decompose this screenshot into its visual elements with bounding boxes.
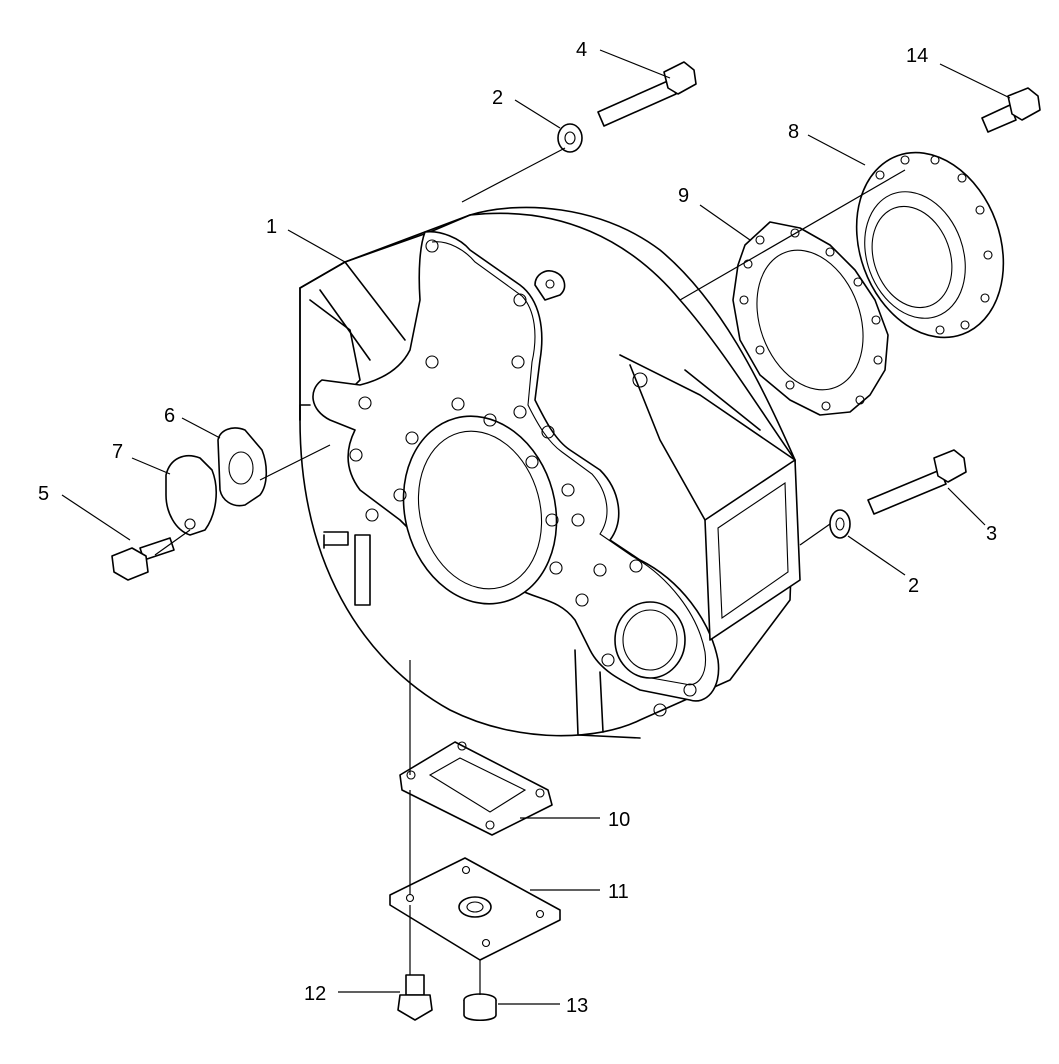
- callout-12: 12: [304, 983, 326, 1005]
- bolt-part-12: [397, 974, 433, 1021]
- washer-part-2-lower: [829, 509, 851, 539]
- callout-labels: 1 2 2 3 4 5 6 7 8 9 10 11 12 13 14: [38, 39, 997, 1017]
- gasket-part-10: [399, 741, 553, 836]
- callout-14: 14: [906, 45, 928, 67]
- plate-part-11: [389, 857, 561, 961]
- plug-part-13: [463, 993, 497, 1022]
- gasket-part-6: [217, 427, 268, 507]
- bolt-part-5: [111, 537, 175, 581]
- bolt-part-3: [867, 449, 967, 515]
- callout-2-lower: 2: [908, 575, 919, 597]
- callout-4: 4: [576, 39, 587, 61]
- leader-lines: [61, 49, 1011, 1005]
- bolt-part-4: [597, 61, 697, 127]
- cover-plate-part-7: [165, 454, 217, 536]
- callout-9: 9: [678, 185, 689, 207]
- callout-13: 13: [566, 995, 588, 1017]
- gasket-part-9: [732, 221, 889, 416]
- callout-6: 6: [164, 405, 175, 427]
- callout-8: 8: [788, 121, 799, 143]
- callout-11: 11: [608, 881, 629, 903]
- flywheel-housing: [299, 206, 801, 739]
- callout-3: 3: [986, 523, 997, 545]
- callout-5: 5: [38, 483, 49, 505]
- bolt-part-14: [981, 87, 1041, 133]
- callout-1: 1: [266, 216, 277, 238]
- seal-flange-part-8: [855, 151, 1005, 339]
- washer-part-2-upper: [557, 123, 583, 153]
- callout-7: 7: [112, 441, 123, 463]
- callout-2-upper: 2: [492, 87, 503, 109]
- callout-10: 10: [608, 809, 630, 831]
